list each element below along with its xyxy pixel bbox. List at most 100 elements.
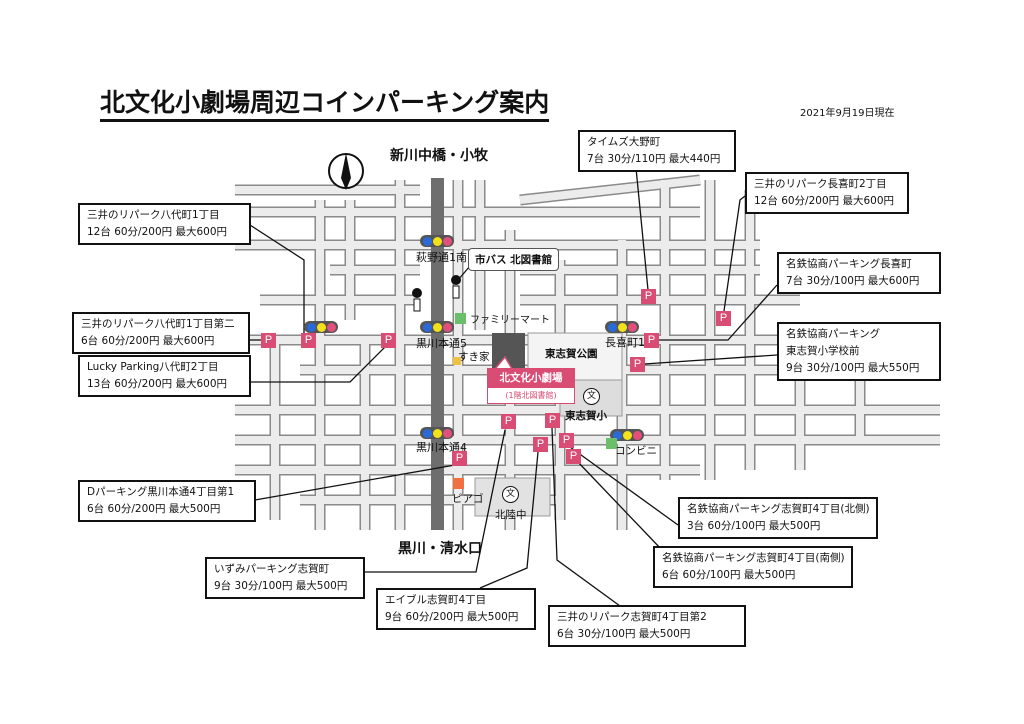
parking-name: 名鉄協商パーキング志賀町4丁目(北側) <box>687 503 870 515</box>
familymart-label: ファミリーマート <box>470 315 550 326</box>
parking-info-box: 三井のリパーク長喜町2丁目 12台 60分/200円 最大600円 <box>745 172 909 214</box>
parking-info-box: 名鉄協商パーキング長喜町 7台 30分/100円 最大600円 <box>777 252 941 294</box>
parking-marker[interactable]: P <box>566 449 581 464</box>
parking-name: 三井のリパーク八代町1丁目第二 <box>81 318 235 330</box>
road <box>519 176 701 204</box>
parking-name: エイブル志賀町4丁目 <box>385 594 487 606</box>
leader-line <box>551 427 621 607</box>
parking-marker[interactable]: P <box>644 333 659 348</box>
parking-name: タイムズ大野町 <box>587 136 661 148</box>
page-title: 北文化小劇場周辺コインパーキング案内 <box>100 88 550 122</box>
venue-callout: 北文化小劇場 (1階北図書館) <box>487 368 575 404</box>
direction-south-label: 黒川・清水口 <box>398 541 482 557</box>
parking-marker[interactable]: P <box>381 333 396 348</box>
parking-name: いずみパーキング志賀町 <box>214 563 330 575</box>
parking-info-box: 三井のリパーク八代町1丁目 12台 60分/200円 最大600円 <box>78 203 251 245</box>
leader-line <box>365 429 506 573</box>
parking-marker[interactable]: P <box>452 451 467 466</box>
parking-detail: 7台 30分/110円 最大440円 <box>587 153 721 165</box>
parking-info-box: 三井のリパーク八代町1丁目第二 6台 60分/200円 最大600円 <box>72 312 250 354</box>
parking-name: Lucky Parking八代町2丁目 <box>87 361 219 373</box>
parking-marker[interactable]: P <box>545 413 560 428</box>
direction-north-label: 新川中橋・小牧 <box>390 148 488 164</box>
piago-icon <box>453 478 464 489</box>
main-avenue <box>431 178 444 530</box>
leader-line <box>576 460 663 551</box>
parking-marker[interactable]: P <box>261 333 276 348</box>
parking-detail: 6台 60分/100円 最大500円 <box>662 569 796 581</box>
leader-line <box>254 464 456 501</box>
parking-marker[interactable]: P <box>533 437 548 452</box>
parking-marker[interactable]: P <box>559 433 574 448</box>
parking-detail: 12台 60分/200円 最大600円 <box>754 195 895 207</box>
parking-detail: 13台 60分/200円 最大600円 <box>87 378 228 390</box>
parking-name: 三井のリパーク八代町1丁目 <box>87 209 220 221</box>
school-icon: 文 <box>502 486 519 503</box>
conveni-label: コンビニ <box>615 445 657 457</box>
traffic-light-icon <box>605 321 639 333</box>
parking-name: Dパーキング黒川本通4丁目第1 <box>87 486 235 498</box>
bus-stop-icon <box>412 288 422 312</box>
parking-marker[interactable]: P <box>630 357 645 372</box>
compass-icon <box>328 153 364 190</box>
parking-detail: 7台 30分/100円 最大600円 <box>786 275 920 287</box>
parking-detail: 9台 30分/100円 最大550円 <box>786 362 920 374</box>
venue-sub: (1階北図書館) <box>505 391 557 400</box>
parking-marker[interactable]: P <box>501 414 516 429</box>
conveni-icon <box>606 438 617 449</box>
leader-line <box>479 451 539 589</box>
traffic-light-icon <box>420 321 454 333</box>
intersection-label: 黒川本通5 <box>416 337 467 350</box>
leader-line <box>635 167 649 291</box>
parking-marker[interactable]: P <box>716 311 731 326</box>
venue-name: 北文化小劇場 <box>488 369 574 388</box>
traffic-light-icon <box>610 429 644 441</box>
parking-name: 三井のリパーク志賀町4丁目第2 <box>557 611 707 623</box>
school-icon: 文 <box>583 388 600 405</box>
familymart-icon <box>455 313 466 324</box>
leader-lines <box>249 167 778 607</box>
leader-line <box>723 195 746 312</box>
parking-info-box: 三井のリパーク志賀町4丁目第2 6台 30分/100円 最大500円 <box>548 605 746 647</box>
parking-detail: 12台 60分/200円 最大600円 <box>87 226 228 238</box>
bus-stop-callout: 市バス 北図書館 <box>468 248 560 271</box>
leader-line <box>249 224 305 333</box>
parking-info-box: 名鉄協商パーキング東志賀小学校前 9台 30分/100円 最大550円 <box>777 322 941 381</box>
parking-marker[interactable]: P <box>301 333 316 348</box>
leader-line <box>250 346 386 383</box>
leader-line <box>643 354 778 365</box>
parking-name: 名鉄協商パーキング志賀町4丁目(南側) <box>662 552 845 564</box>
parking-detail: 6台 60分/200円 最大600円 <box>81 335 215 347</box>
parking-detail: 6台 60分/200円 最大500円 <box>87 503 221 515</box>
parking-name-2: 東志賀小学校前 <box>786 345 860 357</box>
intersection-label: 黒川本通4 <box>416 441 467 454</box>
bus-stop-icon <box>451 275 461 299</box>
parking-info-box: いずみパーキング志賀町 9台 30分/100円 最大500円 <box>205 557 365 599</box>
school-label: 北陸中 <box>495 509 527 521</box>
sukiya-icon <box>453 357 461 365</box>
parking-info-box: 名鉄協商パーキング志賀町4丁目(南側) 6台 60分/100円 最大500円 <box>653 546 853 588</box>
traffic-light-icon <box>420 427 454 439</box>
intersection-label: 長喜町1 <box>605 336 645 349</box>
parking-info-box: タイムズ大野町 7台 30分/110円 最大440円 <box>578 130 736 172</box>
parking-info-box: Lucky Parking八代町2丁目 13台 60分/200円 最大600円 <box>78 355 251 397</box>
traffic-light-icon <box>304 321 338 333</box>
leader-line <box>658 284 778 341</box>
parking-info-box: Dパーキング黒川本通4丁目第1 6台 60分/200円 最大500円 <box>78 480 256 522</box>
parking-info-box: エイブル志賀町4丁目 9台 60分/200円 最大500円 <box>376 588 536 630</box>
parking-info-box: 名鉄協商パーキング志賀町4丁目(北側) 3台 60分/100円 最大500円 <box>678 497 878 539</box>
parking-marker[interactable]: P <box>641 289 656 304</box>
parking-detail: 9台 60分/200円 最大500円 <box>385 611 519 623</box>
parking-name: 三井のリパーク長喜町2丁目 <box>754 178 887 190</box>
school-label: 東志賀小 <box>565 410 607 422</box>
as-of-date: 2021年9月19日現在 <box>800 108 895 119</box>
parking-detail: 6台 30分/100円 最大500円 <box>557 628 691 640</box>
parking-name: 名鉄協商パーキング長喜町 <box>786 258 912 270</box>
leader-line <box>569 446 679 526</box>
parking-detail: 3台 60分/100円 最大500円 <box>687 520 821 532</box>
parking-name: 名鉄協商パーキング <box>786 328 881 340</box>
intersection-label: 萩野通1南 <box>416 251 467 264</box>
parking-detail: 9台 30分/100円 最大500円 <box>214 580 348 592</box>
park-label: 東志賀公園 <box>545 348 598 360</box>
